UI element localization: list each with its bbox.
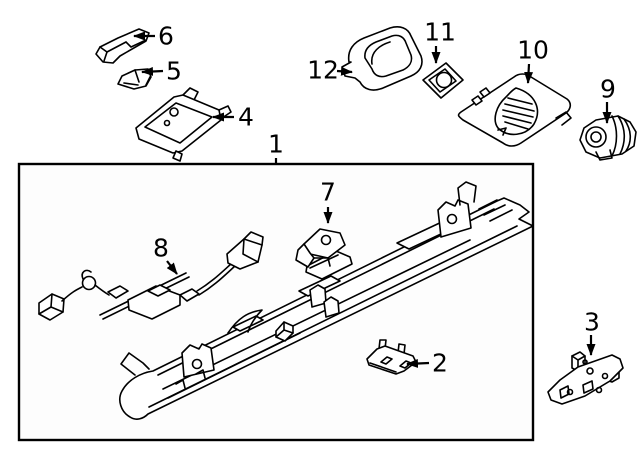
part-12-bracket-drawing: [341, 26, 423, 91]
part-7-switch-drawing: [295, 228, 353, 280]
callout-8-arrow: [166, 260, 178, 275]
callout-1-label[interactable]: 1: [268, 129, 284, 159]
callout-11-label[interactable]: 11: [424, 17, 456, 47]
callout-3-label[interactable]: 3: [584, 307, 600, 337]
part-4-lamp-housing-drawing: [135, 87, 232, 162]
part-11-bezel-drawing: [422, 62, 464, 99]
callout-2-arrow: [406, 359, 430, 368]
part-3-module-plate-drawing: [547, 351, 624, 405]
callout-12-arrow: [336, 66, 353, 76]
callout-10-arrow: [524, 63, 534, 84]
callout-5-arrow: [141, 66, 164, 76]
callout-12-label[interactable]: 12: [307, 55, 339, 85]
part-2-lens-cover-drawing: [366, 339, 417, 375]
callout-arrows: [133, 31, 612, 368]
part-8-harness-drawing: [38, 231, 264, 321]
callout-7-label[interactable]: 7: [320, 177, 336, 207]
part-6-lens-drawing: [95, 28, 150, 64]
part-9-sensor-drawing: [579, 115, 637, 161]
callout-8-label[interactable]: 8: [153, 233, 169, 263]
callout-4-label[interactable]: 4: [238, 102, 254, 132]
part-10-console-housing-drawing: [457, 73, 572, 147]
callout-9-label[interactable]: 9: [600, 74, 616, 104]
callout-2-label[interactable]: 2: [432, 348, 448, 378]
part-1-trim-panel-drawing: [119, 181, 534, 420]
callout-5-label[interactable]: 5: [166, 56, 182, 86]
callout-10-label[interactable]: 10: [517, 35, 549, 65]
callout-6-label[interactable]: 6: [158, 21, 174, 51]
